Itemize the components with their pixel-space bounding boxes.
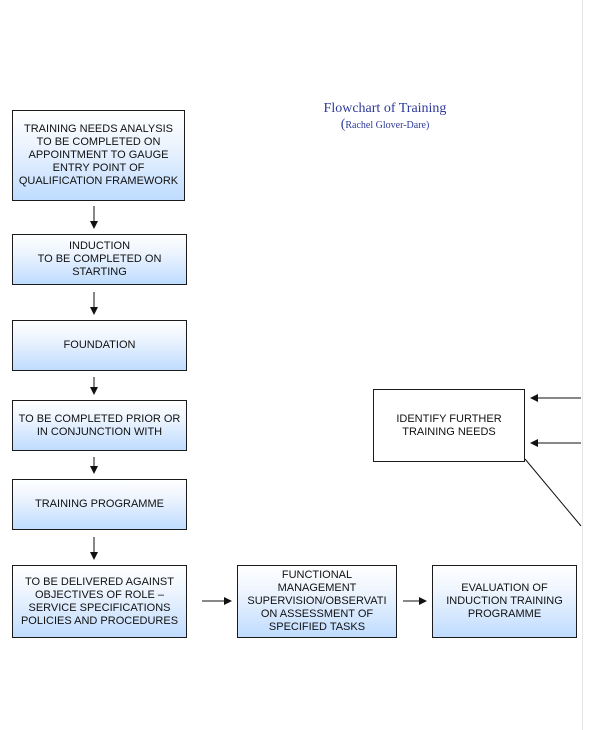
box-induction-label: INDUCTION TO BE COMPLETED ON STARTING <box>37 240 162 278</box>
box-training-needs-analysis: TRAINING NEEDS ANALYSIS TO BE COMPLETED … <box>12 110 185 201</box>
box-training-programme: TRAINING PROGRAMME <box>12 479 187 530</box>
box-induction: INDUCTION TO BE COMPLETED ON STARTING <box>12 234 187 285</box>
box-prior-conjunction-label: TO BE COMPLETED PRIOR OR IN CONJUNCTION … <box>18 412 181 438</box>
connector-identify-diagonal <box>524 458 582 527</box>
box-functional-management-label: FUNCTIONAL MANAGEMENT SUPERVISION/OBSERV… <box>247 569 387 633</box>
box-evaluation: EVALUATION OF INDUCTION TRAINING PROGRAM… <box>432 565 577 638</box>
box-identify-further-label: IDENTIFY FURTHER TRAINING NEEDS <box>396 412 502 438</box>
box-delivered-against-label: TO BE DELIVERED AGAINST OBJECTIVES OF RO… <box>20 575 179 627</box>
box-training-programme-label: TRAINING PROGRAMME <box>35 498 164 510</box>
diagram-subtitle: (Rachel Glover-Dare) <box>300 118 470 133</box>
box-delivered-against: TO BE DELIVERED AGAINST OBJECTIVES OF RO… <box>12 565 187 638</box>
diagram-title: Flowchart of Training <box>323 101 447 116</box>
box-training-needs-analysis-label: TRAINING NEEDS ANALYSIS TO BE COMPLETED … <box>18 123 179 187</box>
box-foundation: FOUNDATION <box>12 320 187 371</box>
box-evaluation-label: EVALUATION OF INDUCTION TRAINING PROGRAM… <box>446 582 563 620</box>
box-functional-management: FUNCTIONAL MANAGEMENT SUPERVISION/OBSERV… <box>237 565 397 638</box>
box-foundation-label: FOUNDATION <box>63 339 136 351</box>
subtitle-author: Rachel Glover-Dare) <box>345 120 430 131</box>
box-identify-further: IDENTIFY FURTHER TRAINING NEEDS <box>373 389 525 462</box>
subtitle-open-paren: ( <box>340 117 346 132</box>
box-prior-conjunction: TO BE COMPLETED PRIOR OR IN CONJUNCTION … <box>12 400 187 451</box>
